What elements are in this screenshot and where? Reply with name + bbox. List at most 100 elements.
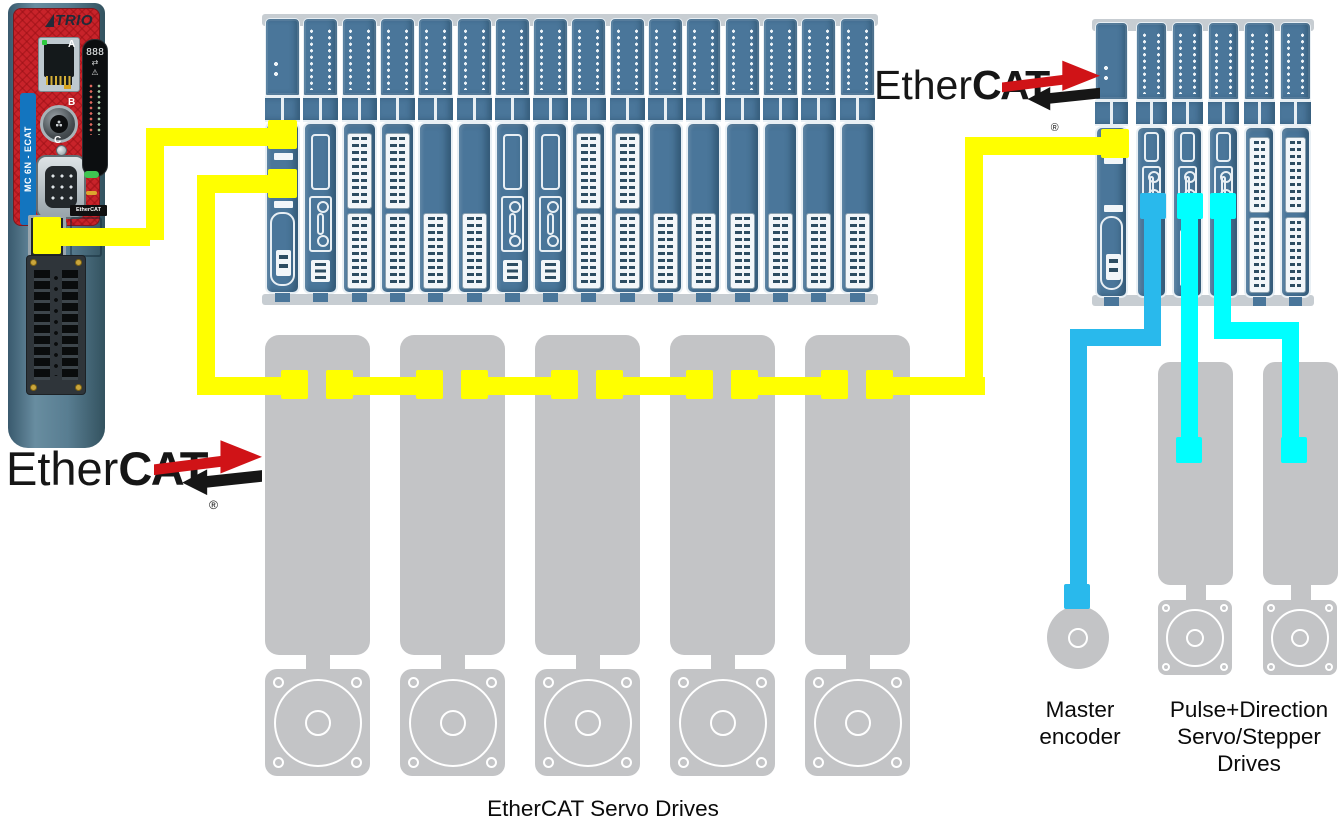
ethercat-cable-segment xyxy=(486,377,553,395)
terminal-column xyxy=(62,270,78,380)
io-module-sterm xyxy=(801,18,836,302)
io-module-sterm xyxy=(725,18,760,302)
status-led-green xyxy=(84,171,99,178)
servo-drives-caption: EtherCAT Servo Drives xyxy=(487,796,719,821)
servo-motor xyxy=(670,669,775,776)
status-display: 888 ⇄ ⚠ xyxy=(82,39,108,177)
ethercat-cable-segment xyxy=(197,175,215,389)
io-terminal-block xyxy=(26,255,86,395)
warning-icon: ⚠ xyxy=(91,68,99,77)
encoder-cable-segment xyxy=(1070,329,1161,346)
pulse-direction-cable-connector xyxy=(1210,193,1236,219)
ethernet-led xyxy=(42,40,47,45)
registered-mark: ® xyxy=(1050,121,1059,134)
ethercat-cable-segment xyxy=(146,128,164,240)
stepper-drive xyxy=(1263,362,1338,585)
io-module-sterm xyxy=(418,18,453,302)
io-module-dterm xyxy=(1244,22,1275,306)
pulse-direction-cable-connector xyxy=(1176,437,1202,463)
io-module-axis xyxy=(533,18,568,302)
rack1-bottom-rail xyxy=(262,294,878,305)
controller-faceplate: TRIO MC 6N - ECAT A B C 888 ⇄ ⚠ xyxy=(13,8,108,230)
controller-model-label: MC 6N - ECAT xyxy=(20,93,36,225)
io-module-dterm xyxy=(380,18,415,302)
ethercat-cable-connector xyxy=(686,370,713,399)
pulse-direction-cable-segment xyxy=(1214,219,1231,330)
pulse-direction-cable-segment xyxy=(1282,322,1299,444)
pulse-direction-cable-segment xyxy=(1214,322,1299,339)
io-module-axis xyxy=(303,18,338,302)
db9-screw xyxy=(56,145,67,156)
ethercat-cable-connector xyxy=(268,169,297,198)
drive-motor-link xyxy=(711,651,735,673)
port-b-label: B xyxy=(68,97,76,108)
drive-motor-link xyxy=(1186,583,1206,603)
terminal-screw xyxy=(75,259,82,266)
ethercat-cable-segment xyxy=(756,377,823,395)
pulse-direction-cable-connector xyxy=(1177,193,1203,219)
terminal-screw xyxy=(75,384,82,391)
terminal-column xyxy=(34,270,50,380)
io-module-axis xyxy=(495,18,530,302)
servo-motor xyxy=(535,669,640,776)
trio-triangle-icon xyxy=(45,14,55,27)
rack1-top-rail xyxy=(262,14,878,26)
pulse-direction-cable-segment xyxy=(1181,219,1198,450)
io-module-sterm xyxy=(763,18,798,302)
servo-motor xyxy=(805,669,910,776)
encoder-cable-segment xyxy=(1144,219,1161,337)
din-connector-icon xyxy=(40,105,78,143)
port-a-label: A xyxy=(68,39,76,50)
registered-mark: ® xyxy=(208,498,218,513)
seven-segment-display: 888 xyxy=(85,47,105,58)
ethercat-io-rack-right xyxy=(1095,22,1313,306)
terminal-center-pins xyxy=(53,274,59,376)
encoder-shaft xyxy=(1068,627,1088,648)
io-module-dterm xyxy=(342,18,377,302)
ethercat-cable-connector xyxy=(326,370,353,399)
pulse-direction-cable-connector xyxy=(1281,437,1307,463)
logo-text-ether: Ether xyxy=(6,442,119,495)
io-module-sterm xyxy=(686,18,721,302)
ethercat-cable-segment xyxy=(965,137,983,395)
servo-motor xyxy=(400,669,505,776)
ethercat-cable-segment xyxy=(351,377,418,395)
arrows-icon: ⇄ xyxy=(91,58,99,67)
ethercat-cable-connector xyxy=(596,370,623,399)
ethercat-arrows-icon xyxy=(1002,60,1100,111)
drive-motor-link xyxy=(1291,583,1311,603)
io-module-dterm xyxy=(571,18,606,302)
ethercat-cable-segment xyxy=(890,377,985,395)
drive-motor-link xyxy=(576,651,600,673)
ethercat-arrows-icon xyxy=(154,440,262,496)
ethercat-cable-connector xyxy=(461,370,488,399)
ethercat-cable-connector xyxy=(821,370,848,399)
ethercat-cable-segment xyxy=(621,377,688,395)
drive-motor-link xyxy=(306,651,330,673)
io-module-coupler xyxy=(265,18,300,302)
terminal-screw xyxy=(30,384,37,391)
ethernet-port-icon xyxy=(38,37,80,92)
status-led-amber xyxy=(86,191,97,195)
stepper-motor xyxy=(1158,600,1232,675)
ethercat-cable-connector xyxy=(416,370,443,399)
ethercat-cable-connector xyxy=(731,370,758,399)
drive-motor-link xyxy=(441,651,465,673)
ethercat-logo-left: EtherCAT® xyxy=(6,440,262,515)
drive-motor-link xyxy=(846,651,870,673)
ethercat-cable-connector xyxy=(281,370,308,399)
ethercat-cable-connector xyxy=(866,370,893,399)
master-encoder-caption: Master encoder xyxy=(1039,697,1121,749)
encoder-cable-connector xyxy=(1064,584,1090,609)
ethernet-tab xyxy=(64,83,71,89)
rack2-bottom-rail xyxy=(1092,295,1314,306)
pulse-direction-caption: Pulse+Direction Servo/Stepper Drives xyxy=(1169,697,1329,776)
ethercat-cable-connector xyxy=(268,120,297,149)
io-module-sterm xyxy=(457,18,492,302)
ethercat-io-rack-left xyxy=(265,18,877,302)
ethercat-cable-segment xyxy=(197,377,292,395)
ethercat-badge: EtherCAT xyxy=(70,205,107,216)
trio-logo: TRIO xyxy=(14,12,93,29)
ethercat-cable-segment xyxy=(50,228,150,246)
io-module-sterm xyxy=(648,18,683,302)
